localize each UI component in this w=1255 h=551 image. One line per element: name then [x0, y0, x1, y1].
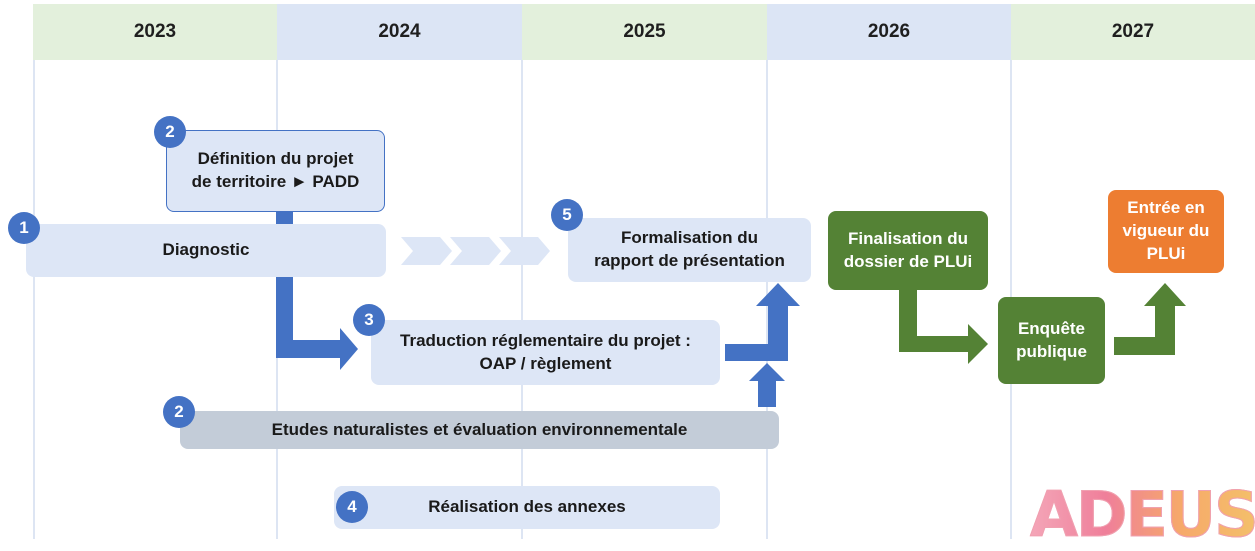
- arrow-enquete-to-entree: [1114, 283, 1186, 355]
- year-header-2024: 2024: [277, 4, 522, 60]
- step-definition-line1: Définition du projet: [197, 149, 354, 169]
- step-definition-line2: de territoire ► PADD: [191, 172, 360, 191]
- step-traduction-line2: OAP / règlement: [479, 353, 612, 373]
- year-header-2026: 2026: [767, 4, 1011, 60]
- year-header-2025: 2025: [522, 4, 767, 60]
- step-formalisation: Formalisation du rapport de présentation: [568, 218, 811, 282]
- step-traduction-line1: Traduction réglementaire du projet :: [400, 330, 691, 350]
- step-enquete-line2: publique: [1016, 341, 1087, 361]
- year-header-2027: 2027: [1011, 4, 1255, 60]
- step-etudes: Etudes naturalistes et évaluation enviro…: [180, 411, 779, 449]
- gridline: [521, 60, 523, 539]
- step-traduction: Traduction réglementaire du projet : OAP …: [371, 320, 720, 385]
- gridline: [33, 60, 35, 539]
- step-entree-line3: PLUi: [1146, 243, 1186, 263]
- step-enquete-line1: Enquête: [1017, 318, 1086, 338]
- arrow-traduction-to-formalisation: [725, 283, 800, 361]
- chevron-arrow: [401, 237, 452, 265]
- step-annexes: Réalisation des annexes: [334, 486, 720, 529]
- step-enquete-publique: Enquête publique: [998, 297, 1105, 384]
- arrow-etudes-up: [749, 363, 785, 407]
- step-finalisation-line2: dossier de PLUi: [843, 251, 973, 271]
- arrow-finalisation-to-enquete: [899, 290, 988, 364]
- step-finalisation: Finalisation du dossier de PLUi: [828, 211, 988, 290]
- step-diagnostic: Diagnostic: [26, 224, 386, 277]
- chevron-arrow: [450, 237, 501, 265]
- badge-traduction: 3: [353, 304, 385, 336]
- badge-formalisation: 5: [551, 199, 583, 231]
- step-definition-projet: Définition du projet de territoire ► PADD: [166, 130, 385, 212]
- badge-annexes: 4: [336, 491, 368, 523]
- step-formalisation-line1: Formalisation du: [621, 228, 758, 248]
- adeus-logo: ADEUS: [1030, 478, 1255, 551]
- badge-definition: 2: [154, 116, 186, 148]
- step-formalisation-line2: rapport de présentation: [594, 251, 785, 270]
- step-entree-line1: Entrée en: [1127, 198, 1205, 218]
- badge-diagnostic: 1: [8, 212, 40, 244]
- step-entree-line2: vigueur du: [1122, 221, 1210, 241]
- step-finalisation-line1: Finalisation du: [848, 228, 968, 248]
- year-header-2023: 2023: [33, 4, 277, 60]
- badge-etudes: 2: [163, 396, 195, 428]
- chevron-arrow: [499, 237, 550, 265]
